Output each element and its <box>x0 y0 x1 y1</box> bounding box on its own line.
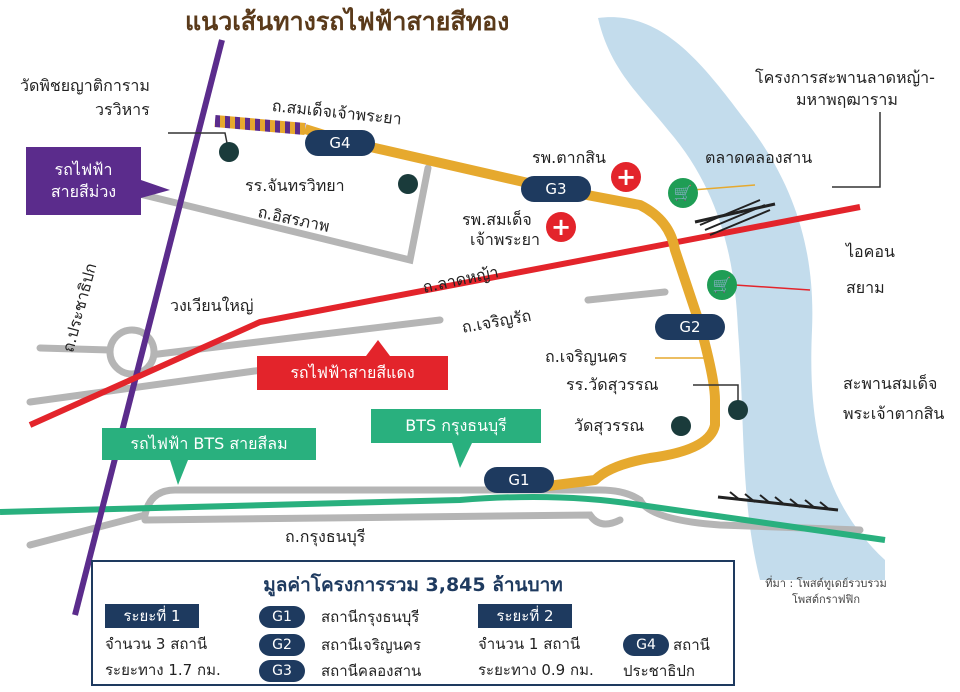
wat-phichaiyat-label-2: วรวิหาร <box>95 100 150 119</box>
phase1-g3-pill: G3 <box>259 660 305 682</box>
shopping-cart-icon: 🛒 <box>668 178 698 208</box>
road-to-river <box>584 288 669 304</box>
project-value-heading: มูลค่าโครงการรวม 3,845 ล้านบาท <box>263 574 563 596</box>
phase1-stations-count: จำนวน 3 สถานี <box>105 635 208 653</box>
bts-silom-pointer <box>170 460 188 485</box>
suwannaram-school-marker <box>728 400 748 420</box>
station-g1[interactable]: G1 <box>484 467 554 493</box>
taksin-bridge-hatch <box>729 491 831 511</box>
charoen-nakhon-road-label: ถ.เจริญนคร <box>545 347 628 366</box>
phase2-stations-count: จำนวน 1 สถานี <box>478 635 581 653</box>
source-note: ที่มา : โพสต์ทูเดย์รวบรวม โพสต์กราฟฟิก <box>756 576 896 608</box>
iconsiam-label-2: สยาม <box>846 278 885 297</box>
krungthonburi-road <box>26 486 864 549</box>
lat-ya-bridge-top <box>694 202 776 224</box>
somdet-hospital-label-1: รพ.สมเด็จ <box>462 210 532 229</box>
wat-phichaiyat-label-1: วัดพิชยญาติการาม <box>20 76 150 95</box>
phase1-g3-name: สถานีคลองสาน <box>321 662 422 680</box>
gold-line-phase2 <box>214 115 306 135</box>
bridge-project-label-2: มหาพฤฒาราม <box>796 90 898 109</box>
bridge-project-label-1: โครงการสะพานลาดหญ้า- <box>755 68 935 87</box>
taksin-bridge-label-2: พระเจ้าตากสิน <box>843 404 945 423</box>
phase1-g1-pill: G1 <box>259 606 305 628</box>
bts-krungthonburi-callout: BTS กรุงธนบุรี <box>371 409 541 443</box>
red-line-callout: รถไฟฟ้าสายสีแดง <box>257 356 448 390</box>
iconsiam-label-1: ไอคอน <box>846 242 895 261</box>
iconsiam-leader <box>734 284 811 291</box>
khlong-san-market-label: ตลาดคลองสาน <box>705 148 813 167</box>
charoen-rat-road <box>36 344 114 354</box>
shopping-cart-icon-2: 🛒 <box>707 270 737 300</box>
purple-line-label-1: รถไฟฟ้า <box>54 160 113 179</box>
phase2-g4-pill: G4 <box>623 634 669 656</box>
gold-line-phase1 <box>303 124 720 492</box>
suwannaram-school-label: รร.วัดสุวรรณ <box>566 375 659 394</box>
phase1-g2-pill: G2 <box>259 634 305 656</box>
station-g3[interactable]: G3 <box>521 176 591 202</box>
phase2-g4-name-2: ประชาธิปก <box>623 662 695 680</box>
source-line-1: ที่มา : โพสต์ทูเดย์รวบรวม <box>765 577 887 590</box>
station-g2[interactable]: G2 <box>655 314 725 340</box>
bts-silom-callout: รถไฟฟ้า BTS สายสีลม <box>102 428 316 460</box>
source-line-2: โพสต์กราฟฟิก <box>792 593 860 606</box>
khlong-san-leader <box>691 184 756 191</box>
west-road-lower <box>26 366 266 406</box>
phase1-g1-name: สถานีกรุงธนบุรี <box>321 608 420 626</box>
wat-suwannaram-marker <box>671 416 691 436</box>
chanthawit-marker <box>398 174 418 194</box>
hospital-cross-icon-2: + <box>546 212 576 242</box>
phase1-badge: ระยะที่ 1 <box>105 604 199 628</box>
purple-line-label-2: สายสีม่วง <box>50 182 117 201</box>
station-g4[interactable]: G4 <box>305 130 375 156</box>
chao-phraya-river <box>598 17 885 581</box>
red-line <box>28 204 861 428</box>
project-info-box: มูลค่าโครงการรวม 3,845 ล้านบาท ระยะที่ 1… <box>91 560 735 686</box>
wat-phichaiyat-marker <box>219 142 239 162</box>
taksin-bridge-label-1: สะพานสมเด็จ <box>843 374 938 393</box>
suwannaram-leader <box>693 384 739 402</box>
roads <box>26 164 864 549</box>
phase2-distance: ระยะทาง 0.9 กม. <box>478 661 594 679</box>
krungthonburi-road-label: ถ.กรุงธนบุรี <box>285 527 366 546</box>
taksin-hospital-label: รพ.ตากสิน <box>532 148 606 167</box>
chanthawit-label: รร.จันทรวิทยา <box>245 176 345 195</box>
bridges <box>694 199 839 512</box>
purple-line <box>72 39 225 616</box>
red-callout-pointer <box>366 340 390 356</box>
wongwian-yai-label: วงเวียนใหญ่ <box>170 296 254 315</box>
purple-line-callout: รถไฟฟ้า สายสีม่วง <box>26 147 141 215</box>
map-title: แนวเส้นทางรถไฟฟ้าสายสีทอง <box>185 7 510 36</box>
purple-callout-pointer <box>141 180 170 198</box>
phase2-g4-name-1: สถานี <box>673 636 710 654</box>
phase2-badge: ระยะที่ 2 <box>478 604 572 628</box>
krungthonburi-road-lower <box>141 511 624 528</box>
somdet-hospital-label-2: เจ้าพระยา <box>470 230 540 249</box>
issaraphap-road <box>111 164 432 265</box>
wat-suwannaram-label: วัดสุวรรณ <box>574 416 645 435</box>
bts-krungthonburi-pointer <box>452 443 472 468</box>
phase1-distance: ระยะทาง 1.7 กม. <box>105 661 221 679</box>
bts-silom-line <box>0 493 886 543</box>
phase1-g2-name: สถานีเจริญนคร <box>321 636 422 654</box>
hospital-cross-icon: + <box>611 162 641 192</box>
bridge-project-leader <box>832 112 881 188</box>
